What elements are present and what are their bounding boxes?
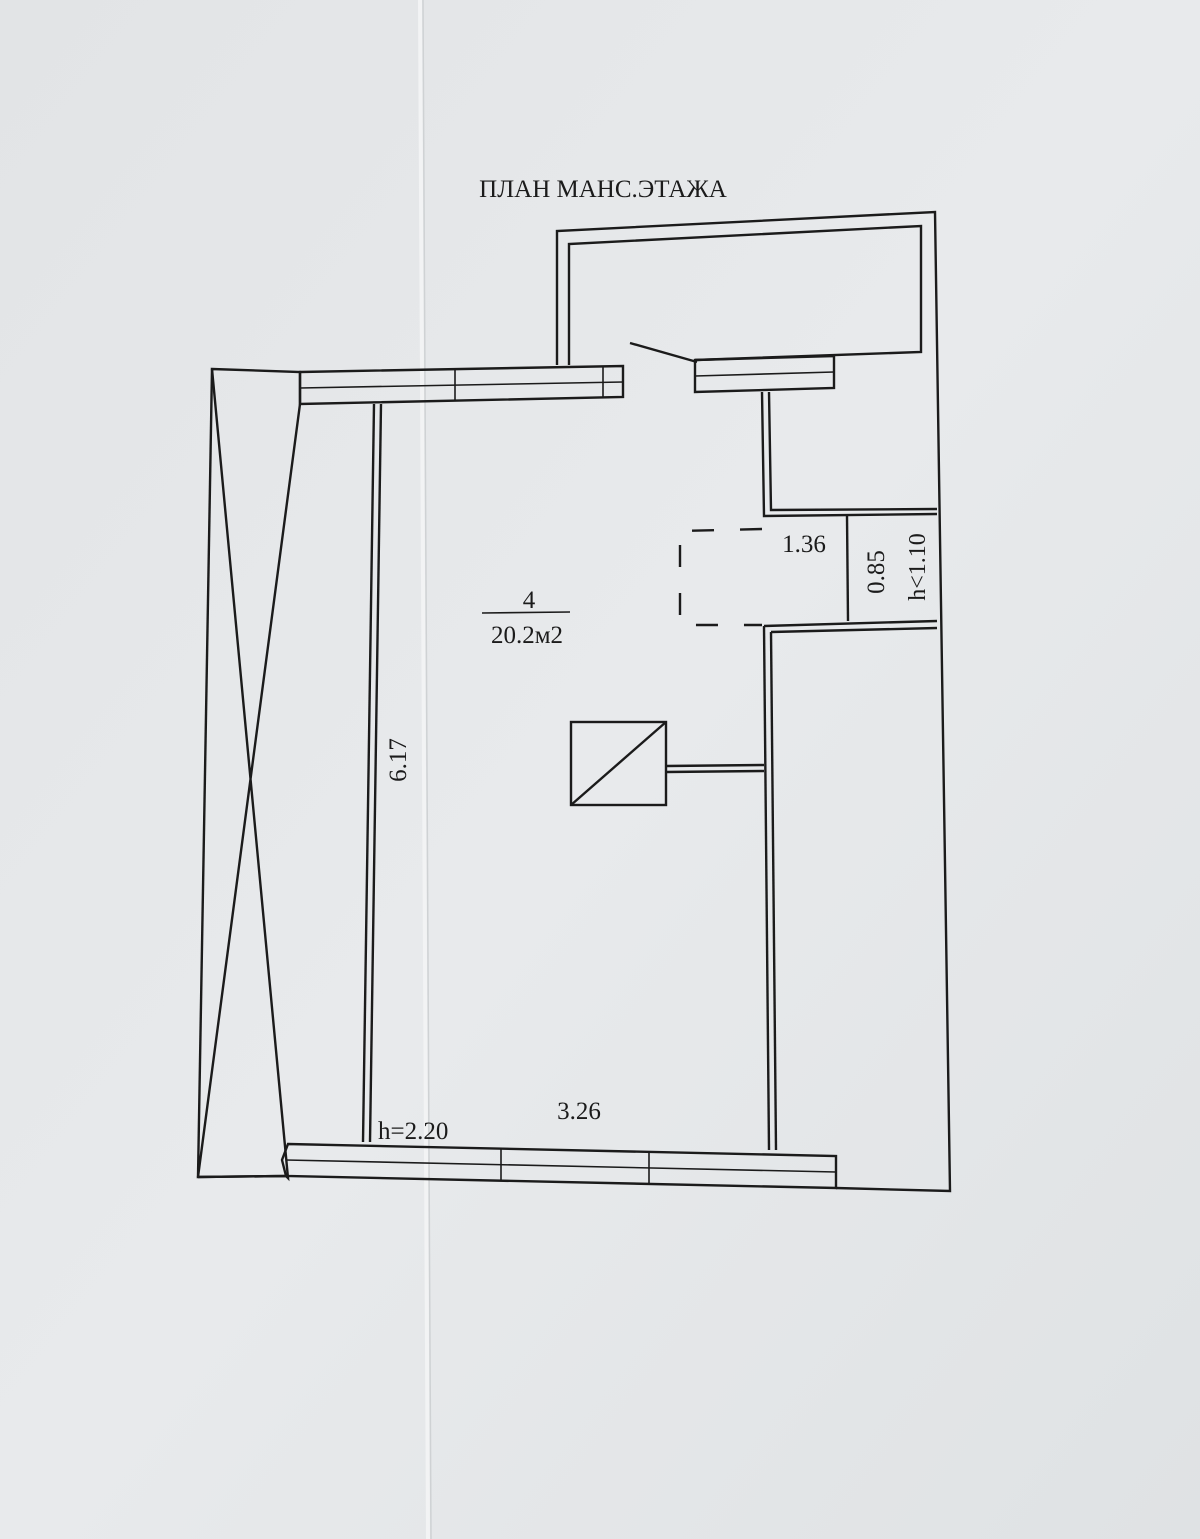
dim-left-wall: 6.17 <box>385 738 412 782</box>
paper-fold <box>418 0 430 1539</box>
door-swing <box>629 341 698 364</box>
dim-niche-width: 1.36 <box>782 531 826 558</box>
bottom-window <box>280 1142 838 1190</box>
dim-bottom-width: 3.26 <box>557 1098 601 1125</box>
dim-ceiling-height: h=2.20 <box>378 1118 448 1145</box>
top-window <box>298 364 625 406</box>
room-number: 4 <box>523 587 536 614</box>
room-label-divider <box>481 611 571 614</box>
paper-fold-shadow <box>422 0 432 1539</box>
dim-niche-depth: 0.85 <box>863 550 890 594</box>
top-right-window <box>693 354 836 394</box>
dim-niche-height: h<1.10 <box>905 533 931 601</box>
plan-title: ПЛАН МАНС.ЭТАЖА <box>479 176 727 203</box>
left-inner-wall <box>361 403 383 1143</box>
right-inner-walls <box>665 391 938 1151</box>
bottom-outer-wall-left <box>197 1174 287 1179</box>
room-area: 20.2м2 <box>491 622 563 649</box>
chimney-shaft <box>569 720 668 807</box>
